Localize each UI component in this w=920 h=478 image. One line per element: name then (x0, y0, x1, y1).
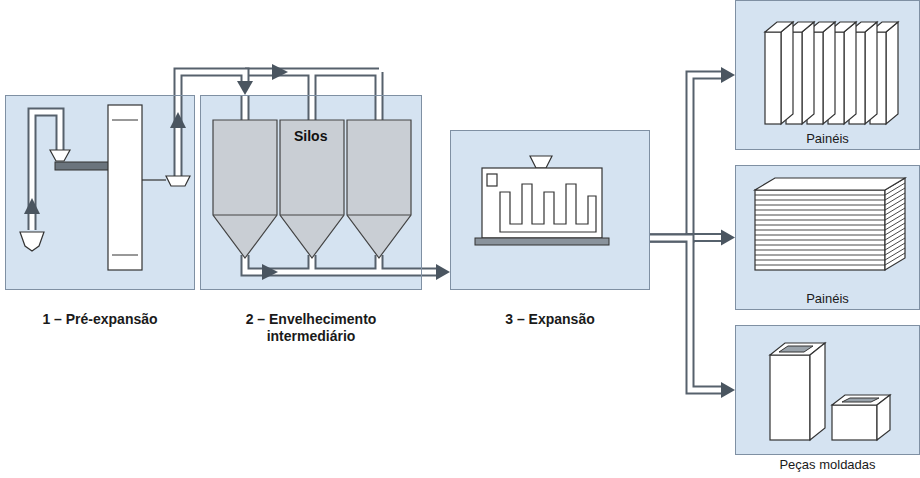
sheet-edge (755, 208, 905, 220)
panel-front (765, 32, 781, 124)
panel-ground (735, 165, 920, 310)
silo (213, 120, 277, 258)
product-panel: Painéis (735, 0, 920, 150)
pipe-core (178, 72, 245, 95)
flow-arrow (262, 264, 278, 280)
block-front (770, 355, 810, 440)
arrow-head (721, 67, 735, 83)
silo-feed-pipe (245, 72, 379, 120)
sheet-edge (755, 238, 905, 250)
block-front (832, 405, 877, 440)
product-label: Painéis (736, 291, 919, 306)
output-pipe (176, 95, 181, 178)
panel-ground (450, 130, 650, 290)
dosing-hopper (50, 150, 70, 161)
sheet-edge (755, 188, 905, 200)
panel-grounds (5, 0, 920, 455)
expander-vessel (108, 105, 142, 270)
pipe-core (650, 238, 724, 390)
panel-ground (5, 95, 195, 290)
panel-ground (735, 0, 920, 150)
flow-pipe (650, 67, 735, 238)
panel-side (865, 22, 877, 124)
step-label: 3 – Expansão (450, 311, 650, 328)
silo-label: Silos (294, 128, 327, 144)
moulding-press (475, 156, 609, 245)
press-base (475, 238, 609, 245)
product-panel: Peças moldadas (735, 325, 920, 455)
pipe-outline (178, 72, 245, 95)
output-pipe (174, 95, 183, 178)
block-hole (779, 346, 813, 352)
block-side (877, 395, 890, 440)
sheet-edge (755, 203, 905, 215)
pre-expander-machine (20, 95, 190, 270)
panel-top (765, 22, 793, 32)
screw-feeder (55, 162, 110, 170)
panel-side (886, 22, 898, 124)
block-hole (842, 398, 879, 402)
press-body (482, 168, 602, 238)
vessel-detail (112, 255, 138, 256)
product-label: Painéis (736, 131, 919, 146)
product-panel: Painéis (735, 165, 920, 310)
panel-ground (200, 95, 422, 290)
panel-side (823, 22, 835, 124)
sheet-edge (755, 253, 905, 265)
stacked-sheets (755, 178, 905, 270)
sheet-edge (755, 243, 905, 255)
process-panel: 1 – Pré-expansão (5, 95, 195, 290)
flow-pipe (178, 72, 253, 95)
panel-side (781, 22, 793, 124)
sheet-edge (755, 233, 905, 245)
process-panel: 3 – Expansão (450, 130, 650, 290)
panel-ground (735, 325, 920, 455)
sheet-edge (755, 183, 905, 195)
vertical-panels (765, 22, 898, 124)
arrow-head (721, 230, 735, 246)
pipe-outline (650, 238, 724, 390)
process-panel: 2 – Envelhecimento intermediário (200, 95, 422, 290)
sheet-edge (755, 223, 905, 235)
flow-arrow (272, 64, 288, 80)
sheet-edge (755, 228, 905, 240)
sheet-edge (755, 213, 905, 225)
press-control (487, 174, 497, 186)
flow-arrow (24, 198, 40, 214)
output-hopper (166, 176, 190, 186)
arrow-head (721, 382, 735, 398)
silo (347, 120, 411, 258)
block-side (810, 343, 825, 440)
step-label: 1 – Pré-expansão (0, 311, 200, 328)
sheet-edge (755, 248, 905, 260)
vessel-detail (112, 120, 138, 121)
silo-seam (213, 215, 411, 216)
arrow-head (237, 81, 253, 95)
press-hopper (530, 156, 552, 168)
raw-bead-hopper (20, 232, 44, 251)
sheet-edge (755, 218, 905, 230)
product-label: Peças moldadas (736, 457, 919, 472)
sheet-edge (755, 198, 905, 210)
pipe-core (650, 75, 724, 238)
step-label: 2 – Envelhecimento intermediário (221, 311, 401, 345)
moulded-parts (770, 343, 890, 440)
arrow-head (436, 264, 450, 280)
panel-side (844, 22, 856, 124)
panel-side (802, 22, 814, 124)
chute (142, 179, 166, 180)
sheet-stack-top (755, 178, 905, 190)
silo-group (213, 64, 422, 280)
flow-arrow (170, 112, 186, 128)
silo-feed-pipe (245, 72, 379, 120)
flow-pipe (650, 238, 735, 398)
sheet-edge (755, 193, 905, 205)
mould-cavity (500, 184, 596, 232)
silo (280, 120, 344, 258)
pipe-outline (650, 75, 724, 238)
flow-pipe (422, 264, 450, 280)
